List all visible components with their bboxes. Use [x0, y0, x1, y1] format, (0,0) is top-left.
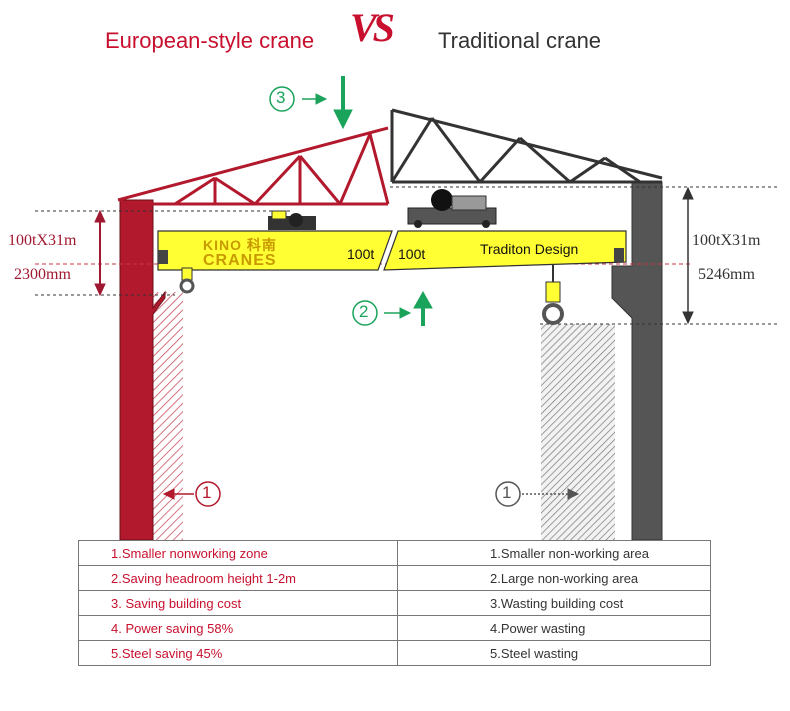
european-hook: [179, 267, 195, 294]
traditional-roof-truss: [390, 108, 663, 184]
table-row: 3. Saving building cost 3.Wasting buildi…: [78, 590, 711, 616]
european-height-dimension: [94, 209, 106, 297]
reference-lines: [35, 186, 780, 325]
marker-3-circle: [269, 86, 295, 112]
traditional-drawback-cell: 5.Steel wasting: [397, 640, 711, 666]
marker-1-right-circle: [495, 481, 521, 507]
european-crane-title: European-style crane: [105, 28, 315, 53]
table-row: 1.Smaller nonworking zone 1.Smaller non-…: [78, 540, 711, 566]
marker-1-left-circle: [195, 481, 221, 507]
end-carriage-right: [614, 248, 624, 262]
european-benefit-cell: 1.Smaller nonworking zone: [78, 540, 398, 566]
table-row: 2.Saving headroom height 1-2m 2.Large no…: [78, 565, 711, 591]
traditional-drawback-cell: 3.Wasting building cost: [397, 590, 711, 616]
european-capacity-label: 100t: [347, 246, 375, 262]
european-spec-label: 100tX31m: [8, 232, 77, 249]
european-benefit-cell: 3. Saving building cost: [78, 590, 398, 616]
kino-cranes-logo: KINO 科南 CRANES: [203, 237, 277, 269]
table-row: 4. Power saving 58% 4.Power wasting: [78, 615, 711, 641]
traditional-drawback-cell: 2.Large non-working area: [397, 565, 711, 591]
traditional-crane-title: Traditional crane: [438, 28, 602, 53]
traditional-nonworking-zone: [541, 324, 615, 540]
european-height-label: 2300mm: [14, 266, 71, 283]
traditional-drawback-cell: 4.Power wasting: [397, 615, 711, 641]
table-row: 5.Steel saving 45% 5.Steel wasting: [78, 640, 711, 666]
traditional-spec-label: 100tX31m: [692, 232, 761, 249]
vs-logo: VS: [350, 5, 395, 50]
marker-1-right-label: 1: [502, 483, 512, 502]
european-trolley: [268, 210, 316, 230]
marker-1-right-arrow: [522, 488, 580, 500]
european-nonworking-zone: [153, 292, 183, 540]
traditional-crane-beam: [383, 230, 627, 271]
european-benefit-cell: 5.Steel saving 45%: [78, 640, 398, 666]
logo-line-1: KINO 科南: [203, 237, 277, 253]
marker-2-label: 2: [359, 302, 369, 321]
traditional-hook: [542, 264, 564, 325]
traditional-design-label: Traditon Design: [480, 241, 579, 257]
marker-1-left-label: 1: [202, 483, 212, 502]
marker-2-arrow: [384, 290, 433, 326]
marker-3-label: 3: [276, 88, 286, 107]
marker-2-circle: [352, 300, 378, 326]
european-benefit-cell: 2.Saving headroom height 1-2m: [78, 565, 398, 591]
marker-1-left-arrow: [162, 488, 194, 500]
marker-3-arrow: [302, 76, 353, 130]
traditional-drawback-cell: 1.Smaller non-working area: [397, 540, 711, 566]
traditional-height-label: 5246mm: [698, 266, 755, 283]
european-roof-truss: [117, 126, 390, 206]
european-benefit-cell: 4. Power saving 58%: [78, 615, 398, 641]
comparison-table: 1.Smaller nonworking zone 1.Smaller non-…: [78, 540, 711, 666]
traditional-height-dimension: [682, 186, 694, 325]
traditional-trolley: [407, 189, 497, 228]
traditional-capacity-label: 100t: [398, 246, 426, 262]
end-carriage-left: [158, 250, 168, 264]
logo-line-2: CRANES: [203, 252, 277, 269]
traditional-column: [611, 181, 663, 541]
